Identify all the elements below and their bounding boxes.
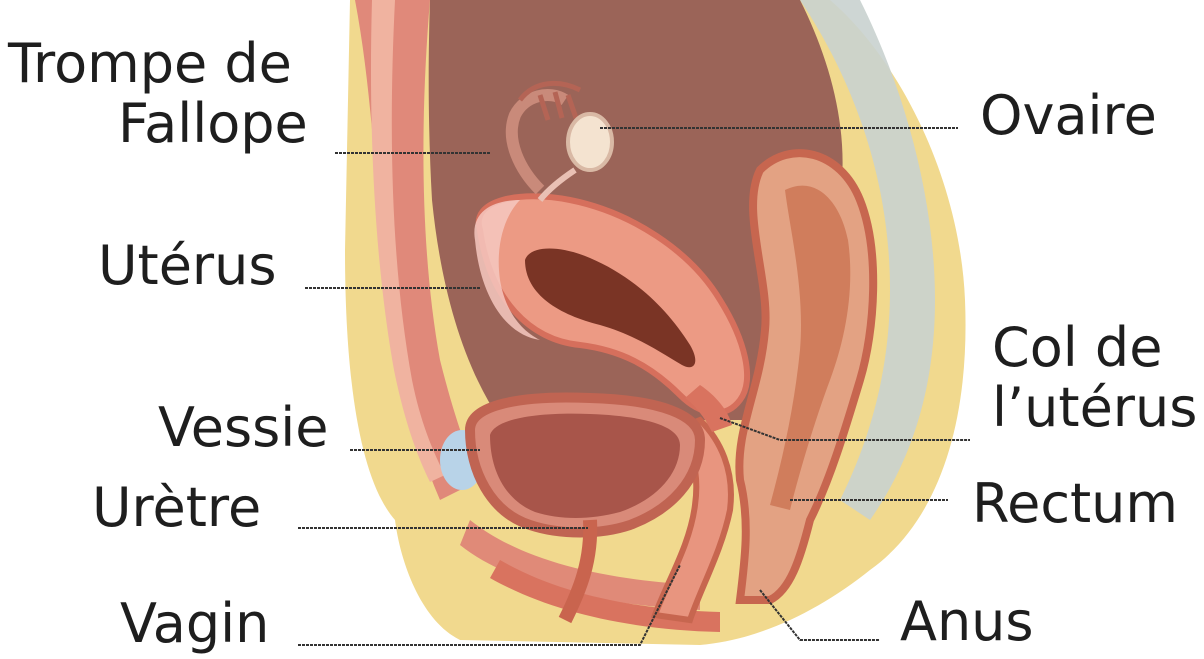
label-uretre: Urètre xyxy=(92,478,261,538)
label-anus: Anus xyxy=(900,592,1034,652)
label-trompe-line2: Fallope xyxy=(8,94,308,154)
label-trompe-line1: Trompe de xyxy=(8,34,308,94)
label-ovaire: Ovaire xyxy=(980,86,1157,146)
label-uterus: Utérus xyxy=(98,236,276,296)
label-rectum: Rectum xyxy=(972,474,1178,534)
label-trompe-de-fallope: Trompe de Fallope xyxy=(8,34,308,154)
label-vessie: Vessie xyxy=(158,398,328,458)
label-col-line1: Col de xyxy=(992,318,1197,378)
label-col-de-luterus: Col de l’utérus xyxy=(992,318,1197,438)
label-col-line2: l’utérus xyxy=(992,378,1197,438)
label-vagin: Vagin xyxy=(120,594,269,654)
ovary xyxy=(568,114,612,170)
